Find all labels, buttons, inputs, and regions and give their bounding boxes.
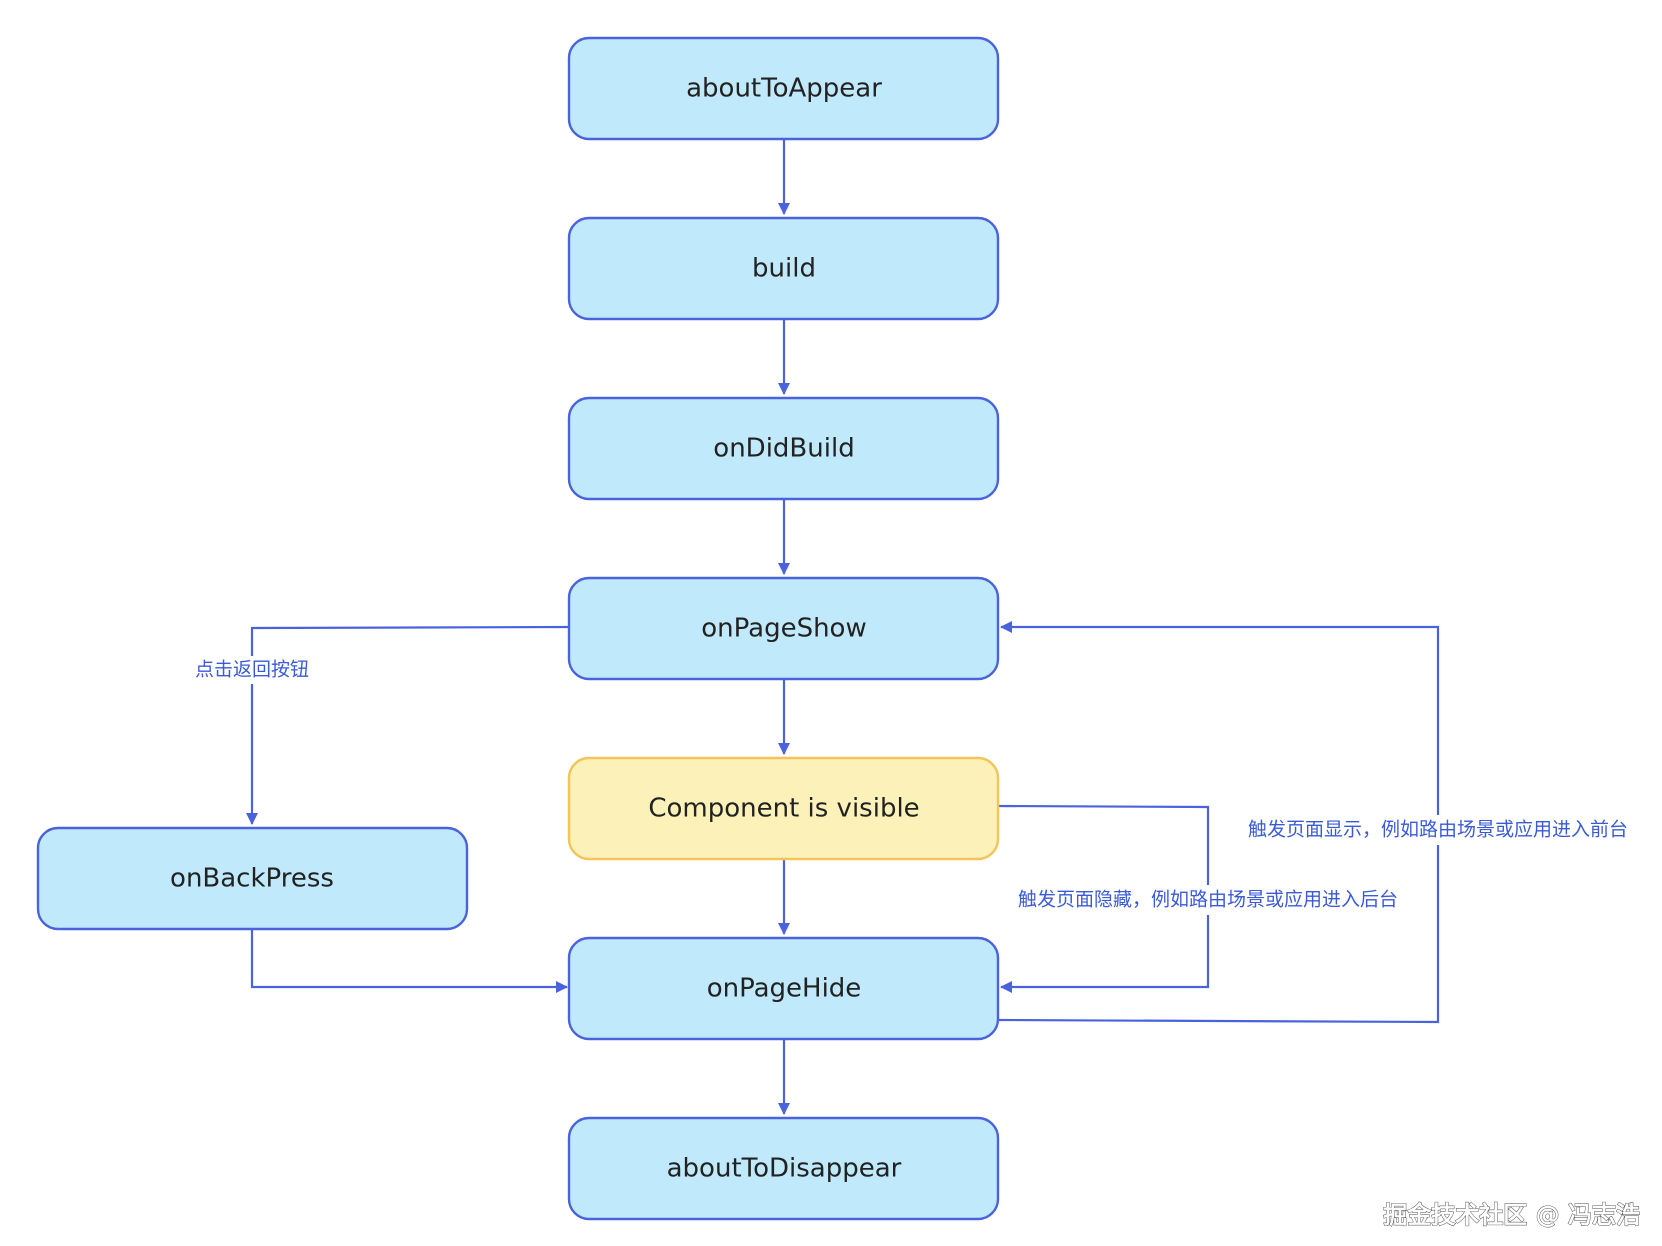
node-box xyxy=(567,576,1000,681)
watermark: 掘金技术社区 @ 冯志浩 xyxy=(1383,1201,1640,1229)
node-label: onPageShow xyxy=(701,614,866,644)
edge-label-page-hidden: 触发页面隐藏，例如路由场景或应用进入后台 xyxy=(1018,889,1398,911)
node-build: build xyxy=(567,216,1000,321)
node-aboutToDisappear: aboutToDisappear xyxy=(567,1116,1000,1221)
edge-label-back-button: 点击返回按钮 xyxy=(195,659,309,681)
node-box xyxy=(567,216,1000,321)
node-onDidBuild: onDidBuild xyxy=(567,396,1000,501)
edge-label-bg xyxy=(1010,885,1406,915)
node-label: aboutToDisappear xyxy=(667,1154,902,1184)
node-label: onPageHide xyxy=(707,974,862,1004)
edge-label-bg xyxy=(1240,815,1636,845)
edge-label-bg xyxy=(188,656,314,684)
node-box xyxy=(567,36,1000,141)
node-label: onBackPress xyxy=(170,864,334,894)
node-box xyxy=(36,826,469,931)
node-onBackPress: onBackPress xyxy=(36,826,469,931)
node-box xyxy=(567,756,1000,861)
edge-onPageShow-to-onBackPress xyxy=(246,625,570,825)
node-box xyxy=(567,1116,1000,1221)
node-label: aboutToAppear xyxy=(686,74,882,104)
node-box xyxy=(567,936,1000,1041)
node-aboutToAppear: aboutToAppear xyxy=(567,36,1000,141)
edge-onBackPress-to-onPageHide xyxy=(250,929,568,993)
node-label: Component is visible xyxy=(648,794,919,824)
node-onPageHide: onPageHide xyxy=(567,936,1000,1041)
node-label: onDidBuild xyxy=(713,434,854,464)
edge-labels: 点击返回按钮 触发页面隐藏，例如路由场景或应用进入后台 触发页面显示，例如路由场… xyxy=(188,656,1636,915)
node-onPageShow: onPageShow xyxy=(567,576,1000,681)
node-box xyxy=(567,396,1000,501)
node-component-visible: Component is visible xyxy=(567,756,1000,861)
nodes: aboutToAppear build onDidBuild onPageSho… xyxy=(36,36,1000,1221)
edge-label-page-shown: 触发页面显示，例如路由场景或应用进入前台 xyxy=(1248,819,1628,841)
node-label: build xyxy=(752,254,816,284)
